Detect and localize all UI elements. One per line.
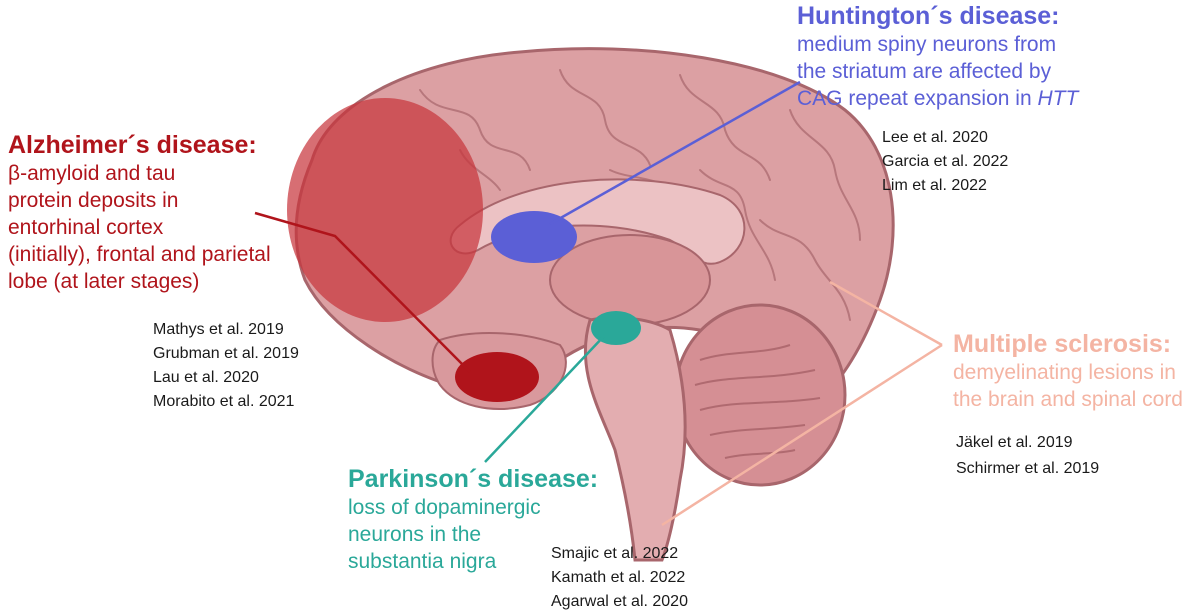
parkinson-line: loss of dopaminergic	[348, 496, 541, 519]
reference-item: Agarwal et al. 2020	[551, 593, 688, 610]
reference-item: Jäkel et al. 2019	[956, 434, 1073, 451]
reference-item: Schirmer et al. 2019	[956, 460, 1100, 477]
parkinson-title: Parkinson´s disease:	[348, 465, 599, 493]
alzheimer-references: Mathys et al. 2019 Grubman et al. 2019 L…	[153, 318, 299, 414]
parkinson-pointer-line	[484, 334, 606, 463]
huntington-line: the striatum are affected by	[797, 60, 1052, 83]
reference-item: Lim et al. 2022	[882, 177, 987, 194]
alzheimer-pointer-line	[254, 211, 471, 373]
ms-title: Multiple sclerosis:	[953, 330, 1172, 358]
reference-item: Mathys et al. 2019	[153, 321, 284, 338]
alzheimer-frontal-region	[287, 98, 483, 322]
ms-line: the brain and spinal cord	[953, 388, 1183, 411]
brainstem-shape	[583, 316, 687, 562]
parkinson-label-block: Parkinson´s disease: loss of dopaminergi…	[348, 465, 598, 575]
cerebellum-shape	[673, 303, 847, 487]
parkinson-references: Smajic et al. 2022 Kamath et al. 2022 Ag…	[551, 542, 688, 614]
huntington-line: CAG repeat expansion in HTT	[797, 85, 1078, 112]
ms-line: demyelinating lesions in	[953, 361, 1176, 384]
ms-label-block: Multiple sclerosis: demyelinating lesion…	[953, 330, 1183, 413]
huntington-label-block: Huntington´s disease: medium spiny neuro…	[797, 2, 1078, 112]
huntington-gene: HTT	[1037, 87, 1079, 110]
huntington-line-prefix: CAG repeat expansion in	[797, 87, 1038, 110]
reference-item: Morabito et al. 2021	[153, 393, 295, 410]
huntington-references: Lee et al. 2020 Garcia et al. 2022 Lim e…	[882, 126, 1008, 198]
alzheimer-line: entorhinal cortex	[8, 216, 164, 239]
parkinson-line: neurons in the	[348, 523, 482, 546]
alzheimer-line: β-amyloid and tau	[8, 162, 176, 185]
gyri-lines	[419, 69, 861, 321]
alzheimer-label-block: Alzheimer´s disease: β-amyloid and tau p…	[8, 131, 271, 295]
ms-references: Jäkel et al. 2019 Schirmer et al. 2019	[956, 430, 1099, 482]
parkinson-line: substantia nigra	[348, 550, 497, 573]
thalamus-shape	[549, 234, 711, 326]
parkinson-substantia-nigra-region	[591, 311, 641, 345]
alzheimer-line: (initially), frontal and parietal	[8, 243, 271, 266]
huntington-pointer-line	[549, 80, 801, 226]
reference-item: Grubman et al. 2019	[153, 345, 299, 362]
cerebellum-folia	[694, 344, 821, 459]
alzheimer-line: lobe (at later stages)	[8, 270, 200, 293]
alzheimer-title: Alzheimer´s disease:	[8, 131, 257, 159]
ms-pointer-line-upper	[829, 280, 943, 347]
huntington-line: medium spiny neurons from	[797, 33, 1057, 56]
reference-item: Lee et al. 2020	[882, 129, 988, 146]
alzheimer-line: protein deposits in	[8, 189, 179, 212]
reference-item: Kamath et al. 2022	[551, 569, 686, 586]
reference-item: Garcia et al. 2022	[882, 153, 1009, 170]
reference-item: Lau et al. 2020	[153, 369, 259, 386]
alzheimer-entorhinal-region	[455, 352, 539, 402]
huntington-striatum-region	[491, 211, 577, 263]
ms-pointer-line-lower	[661, 343, 943, 527]
reference-item: Smajic et al. 2022	[551, 545, 679, 562]
huntington-title: Huntington´s disease:	[797, 2, 1060, 30]
